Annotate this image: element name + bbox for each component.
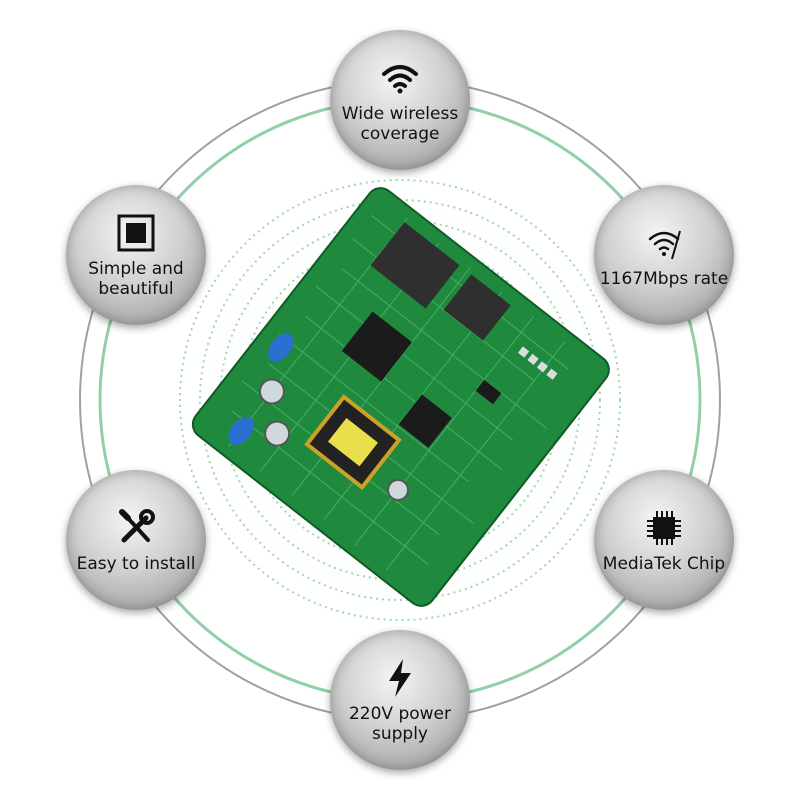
feature-label: MediaTek Chip xyxy=(602,554,726,574)
capacitor-2 xyxy=(264,420,291,447)
feature-simple-beautiful: Simple and beautiful xyxy=(66,185,206,325)
transformer-core xyxy=(327,417,378,467)
feature-label: Wide wireless coverage xyxy=(341,104,459,144)
tools-icon xyxy=(114,506,158,550)
small-chip xyxy=(475,379,502,405)
feature-rate: 1167Mbps rate xyxy=(594,185,734,325)
capacitor-3 xyxy=(387,478,410,501)
blue-capacitor-1 xyxy=(268,333,294,362)
feature-mediatek-chip: MediaTek Chip xyxy=(594,470,734,610)
chip-icon xyxy=(642,506,686,550)
feature-label: 1167Mbps rate xyxy=(599,269,729,289)
mediatek-chip xyxy=(341,311,412,382)
capacitor-1 xyxy=(258,378,285,405)
square-frame-icon xyxy=(114,211,158,255)
lightning-icon xyxy=(378,656,422,700)
secondary-chip xyxy=(398,394,452,448)
pin-header xyxy=(517,346,558,380)
feature-label: 220V power supply xyxy=(348,704,452,744)
feature-wireless-coverage: Wide wireless coverage xyxy=(330,30,470,170)
ethernet-port xyxy=(370,222,460,309)
ethernet-port-2 xyxy=(443,274,511,341)
wifi-signal-icon xyxy=(642,221,686,265)
feature-label: Simple and beautiful xyxy=(88,259,184,299)
pcb xyxy=(191,187,610,607)
feature-power-supply: 220V power supply xyxy=(330,630,470,770)
blue-capacitor-2 xyxy=(228,416,254,445)
feature-easy-install: Easy to install xyxy=(66,470,206,610)
wifi-icon xyxy=(378,56,422,100)
feature-label: Easy to install xyxy=(76,554,196,574)
circuit-board xyxy=(191,187,610,607)
